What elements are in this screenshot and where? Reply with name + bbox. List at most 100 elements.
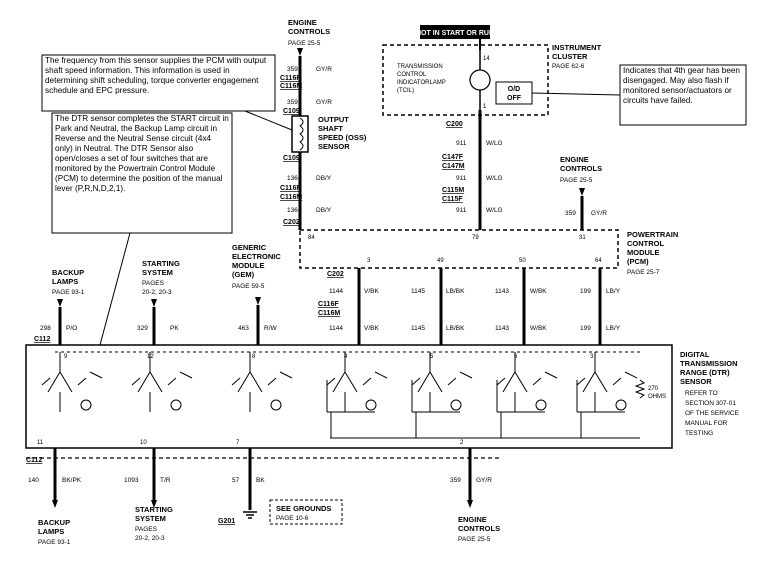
svg-text:TRANSMISSION: TRANSMISSION (397, 64, 443, 70)
svg-text:84: 84 (308, 235, 315, 241)
svg-text:OFF: OFF (507, 95, 522, 102)
svg-text:OHMS: OHMS (648, 394, 666, 400)
svg-text:GY/R: GY/R (316, 99, 332, 106)
svg-text:1145: 1145 (411, 288, 425, 295)
svg-text:PAGE 93-1: PAGE 93-1 (38, 539, 71, 546)
svg-text:PAGE 25-7: PAGE 25-7 (627, 269, 660, 276)
pcm-box (299, 229, 619, 269)
svg-text:OF THE SERVICE: OF THE SERVICE (685, 410, 740, 417)
svg-text:C109: C109 (283, 155, 300, 162)
svg-text:PAGE 25-5: PAGE 25-5 (560, 177, 593, 184)
svg-text:64: 64 (595, 258, 602, 264)
svg-text:ELECTRONIC: ELECTRONIC (232, 252, 281, 261)
svg-text:136: 136 (287, 175, 298, 182)
svg-text:PAGES: PAGES (142, 280, 165, 287)
svg-text:9: 9 (64, 354, 68, 360)
svg-text:DB/Y: DB/Y (316, 207, 332, 214)
svg-text:W/BK: W/BK (530, 325, 547, 332)
svg-text:1144: 1144 (329, 288, 343, 295)
svg-text:359: 359 (565, 210, 576, 217)
svg-text:LAMPS: LAMPS (38, 527, 64, 536)
svg-text:20-2, 20-3: 20-2, 20-3 (142, 289, 172, 296)
svg-text:LB/Y: LB/Y (606, 325, 621, 332)
dtr-sensor-box (25, 344, 673, 449)
svg-text:P/O: P/O (66, 325, 77, 332)
svg-text:50: 50 (519, 258, 526, 264)
svg-text:SEE GROUNDS: SEE GROUNDS (276, 504, 331, 513)
svg-text:GENERIC: GENERIC (232, 243, 267, 252)
svg-text:CONTROL: CONTROL (627, 239, 664, 248)
svg-text:MANUAL FOR: MANUAL FOR (685, 420, 728, 427)
svg-text:DB/Y: DB/Y (316, 175, 332, 182)
svg-text:SYSTEM: SYSTEM (142, 268, 173, 277)
svg-text:C200: C200 (446, 121, 463, 128)
dtr-switch (411, 352, 473, 438)
svg-text:57: 57 (232, 477, 240, 484)
svg-text:6: 6 (514, 354, 518, 360)
svg-text:SENSOR: SENSOR (318, 142, 350, 151)
svg-text:SPEED (OSS): SPEED (OSS) (318, 133, 367, 142)
svg-text:V/BK: V/BK (364, 325, 379, 332)
svg-text:3: 3 (590, 354, 594, 360)
instrument-cluster-box (382, 44, 549, 116)
svg-text:TESTING: TESTING (685, 430, 713, 437)
dtr-switch (41, 352, 103, 412)
svg-text:STARTING: STARTING (135, 505, 173, 514)
svg-text:CONTROLS: CONTROLS (288, 27, 330, 36)
svg-text:W/LG: W/LG (486, 207, 503, 214)
svg-text:BACKUP: BACKUP (52, 268, 84, 277)
svg-text:LB/BK: LB/BK (446, 288, 465, 295)
svg-text:CONTROL: CONTROL (397, 72, 427, 78)
lamp-icon (469, 69, 491, 91)
svg-text:O/D: O/D (508, 86, 520, 93)
svg-text:140: 140 (28, 477, 39, 484)
oss-note-box (41, 54, 276, 112)
svg-text:W/LG: W/LG (486, 140, 503, 147)
svg-text:4: 4 (344, 354, 348, 360)
svg-text:PAGES: PAGES (135, 526, 158, 533)
svg-text:INDICATORLAMP: INDICATORLAMP (397, 80, 446, 86)
svg-text:463: 463 (238, 325, 249, 332)
svg-text:3: 3 (367, 258, 371, 264)
svg-text:LB/BK: LB/BK (446, 325, 465, 332)
svg-text:14: 14 (483, 56, 490, 62)
ground-g201: G201 (218, 518, 235, 525)
svg-text:911: 911 (456, 207, 467, 214)
svg-text:W/BK: W/BK (530, 288, 547, 295)
svg-text:T/R: T/R (160, 477, 171, 484)
svg-text:PAGE 62-6: PAGE 62-6 (552, 63, 585, 70)
od-note: Indicates that 4th gear has been disenga… (623, 66, 740, 105)
dtr-note: The DTR sensor completes the START circu… (55, 114, 229, 193)
hot-banner-label: HOT IN START OR RUN (416, 30, 494, 37)
svg-text:329: 329 (137, 325, 148, 332)
svg-text:ENGINE: ENGINE (288, 18, 317, 27)
svg-text:CONTROLS: CONTROLS (458, 524, 500, 533)
svg-text:PAGE 25-5: PAGE 25-5 (288, 40, 321, 47)
svg-text:GY/R: GY/R (316, 66, 332, 73)
svg-text:BK: BK (256, 477, 265, 484)
svg-text:PK: PK (170, 325, 179, 332)
svg-text:PAGE 59-5: PAGE 59-5 (232, 283, 265, 290)
svg-text:2: 2 (460, 440, 464, 446)
svg-text:ENGINE: ENGINE (458, 515, 487, 524)
dtr-switch (131, 352, 193, 412)
svg-text:1: 1 (483, 104, 487, 110)
svg-text:GY/R: GY/R (591, 210, 607, 217)
od-note-box (619, 64, 747, 126)
svg-text:C115F: C115F (442, 196, 463, 203)
dtr-note-box (51, 112, 233, 234)
svg-text:31: 31 (579, 235, 586, 241)
see-grounds-box (269, 499, 343, 525)
svg-text:MODULE: MODULE (232, 261, 265, 270)
svg-text:5: 5 (430, 354, 434, 360)
svg-text:1093: 1093 (124, 477, 139, 484)
svg-text:REFER TO: REFER TO (685, 390, 718, 397)
svg-text:359: 359 (287, 99, 298, 106)
hot-banner (420, 25, 490, 39)
svg-text:BK/PK: BK/PK (62, 477, 82, 484)
svg-text:W/LG: W/LG (486, 175, 503, 182)
oss-note: The frequency from this sensor supplies … (45, 56, 267, 95)
svg-text:SYSTEM: SYSTEM (135, 514, 166, 523)
dtr-switch (326, 352, 388, 438)
